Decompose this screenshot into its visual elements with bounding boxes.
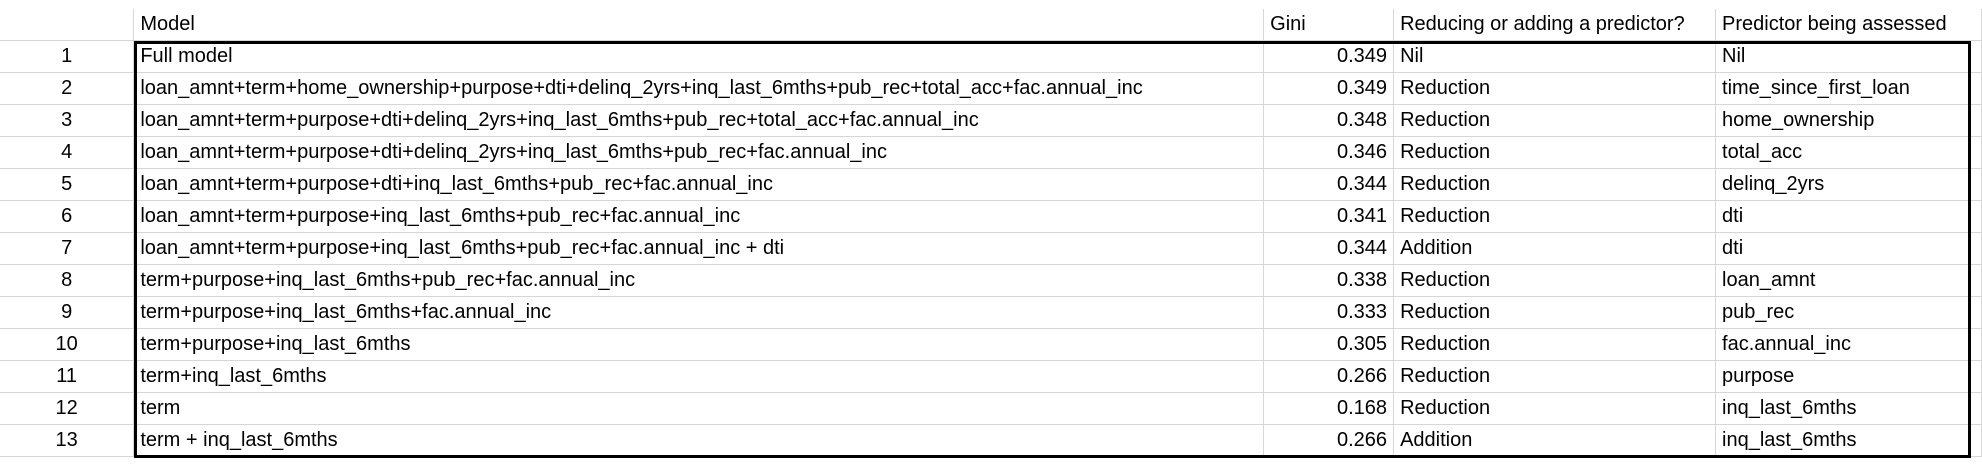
change-cell[interactable]: Reduction — [1393, 72, 1717, 105]
row-number-cell[interactable]: 5 — [0, 168, 135, 201]
model-cell[interactable]: loan_amnt+term+purpose+inq_last_6mths+pu… — [133, 232, 1265, 265]
model-cell[interactable]: loan_amnt+term+purpose+inq_last_6mths+pu… — [133, 200, 1265, 233]
gini-cell[interactable]: 0.344 — [1263, 168, 1395, 201]
model-cell[interactable]: term+purpose+inq_last_6mths+pub_rec+fac.… — [133, 264, 1265, 297]
model-cell[interactable]: loan_amnt+term+purpose+dti+inq_last_6mth… — [133, 168, 1265, 201]
header-gini[interactable]: Gini — [1263, 9, 1395, 41]
predictor-cell[interactable]: fac.annual_inc — [1715, 328, 1982, 361]
model-cell[interactable]: term — [133, 392, 1265, 425]
model-cell[interactable]: term+inq_last_6mths — [133, 360, 1265, 393]
gini-cell[interactable]: 0.333 — [1263, 296, 1395, 329]
change-cell[interactable]: Reduction — [1393, 200, 1717, 233]
model-cell[interactable]: loan_amnt+term+purpose+dti+delinq_2yrs+i… — [133, 104, 1265, 137]
predictor-cell[interactable]: pub_rec — [1715, 296, 1982, 329]
row-number-cell[interactable]: 8 — [0, 264, 135, 297]
gini-cell[interactable]: 0.346 — [1263, 136, 1395, 169]
gini-cell[interactable]: 0.344 — [1263, 232, 1395, 265]
predictor-cell[interactable]: inq_last_6mths — [1715, 392, 1982, 425]
model-cell[interactable]: term+purpose+inq_last_6mths — [133, 328, 1265, 361]
header-model[interactable]: Model — [133, 9, 1265, 41]
change-cell[interactable]: Reduction — [1393, 328, 1717, 361]
change-cell[interactable]: Reduction — [1393, 392, 1717, 425]
header-row-number-cell[interactable] — [0, 9, 135, 41]
change-cell[interactable]: Reduction — [1393, 168, 1717, 201]
predictor-cell[interactable]: purpose — [1715, 360, 1982, 393]
predictor-cell[interactable]: loan_amnt — [1715, 264, 1982, 297]
gini-cell[interactable]: 0.338 — [1263, 264, 1395, 297]
change-cell[interactable]: Reduction — [1393, 104, 1717, 137]
row-number-cell[interactable]: 13 — [0, 424, 135, 457]
model-cell[interactable]: term+purpose+inq_last_6mths+fac.annual_i… — [133, 296, 1265, 329]
row-number-cell[interactable]: 7 — [0, 232, 135, 265]
header-change[interactable]: Reducing or adding a predictor? — [1393, 9, 1717, 41]
row-number-cell[interactable]: 12 — [0, 392, 135, 425]
predictor-cell[interactable]: total_acc — [1715, 136, 1982, 169]
model-comparison-table: Model Gini Reducing or adding a predicto… — [0, 9, 1982, 457]
row-number-cell[interactable]: 2 — [0, 72, 135, 105]
change-cell[interactable]: Addition — [1393, 424, 1717, 457]
row-number-cell[interactable]: 4 — [0, 136, 135, 169]
row-number-cell[interactable]: 10 — [0, 328, 135, 361]
predictor-cell[interactable]: dti — [1715, 200, 1982, 233]
model-cell[interactable]: term + inq_last_6mths — [133, 424, 1265, 457]
gini-cell[interactable]: 0.266 — [1263, 360, 1395, 393]
change-cell[interactable]: Reduction — [1393, 136, 1717, 169]
row-number-cell[interactable]: 9 — [0, 296, 135, 329]
change-cell[interactable]: Addition — [1393, 232, 1717, 265]
row-number-cell[interactable]: 11 — [0, 360, 135, 393]
predictor-cell[interactable]: home_ownership — [1715, 104, 1982, 137]
header-predictor[interactable]: Predictor being assessed — [1715, 9, 1982, 41]
gini-cell[interactable]: 0.348 — [1263, 104, 1395, 137]
change-cell[interactable]: Nil — [1393, 40, 1717, 73]
change-cell[interactable]: Reduction — [1393, 296, 1717, 329]
predictor-cell[interactable]: Nil — [1715, 40, 1982, 73]
model-cell[interactable]: loan_amnt+term+purpose+dti+delinq_2yrs+i… — [133, 136, 1265, 169]
predictor-cell[interactable]: time_since_first_loan — [1715, 72, 1982, 105]
change-cell[interactable]: Reduction — [1393, 264, 1717, 297]
change-cell[interactable]: Reduction — [1393, 360, 1717, 393]
row-number-cell[interactable]: 3 — [0, 104, 135, 137]
gini-cell[interactable]: 0.168 — [1263, 392, 1395, 425]
gini-cell[interactable]: 0.349 — [1263, 40, 1395, 73]
gini-cell[interactable]: 0.305 — [1263, 328, 1395, 361]
gini-cell[interactable]: 0.341 — [1263, 200, 1395, 233]
model-cell[interactable]: loan_amnt+term+home_ownership+purpose+dt… — [133, 72, 1265, 105]
row-number-cell[interactable]: 6 — [0, 200, 135, 233]
predictor-cell[interactable]: delinq_2yrs — [1715, 168, 1982, 201]
row-number-cell[interactable]: 1 — [0, 40, 135, 73]
header-row: Model Gini Reducing or adding a predicto… — [0, 9, 1982, 41]
predictor-cell[interactable]: inq_last_6mths — [1715, 424, 1982, 457]
gini-cell[interactable]: 0.349 — [1263, 72, 1395, 105]
gini-cell[interactable]: 0.266 — [1263, 424, 1395, 457]
predictor-cell[interactable]: dti — [1715, 232, 1982, 265]
model-cell[interactable]: Full model — [133, 40, 1265, 73]
